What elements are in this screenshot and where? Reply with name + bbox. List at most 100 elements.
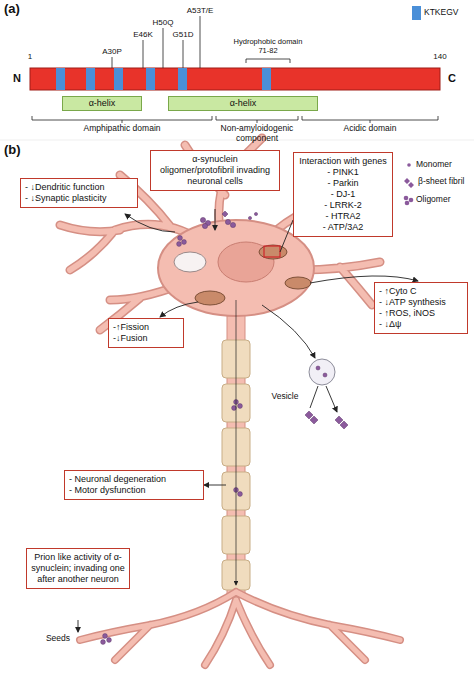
mutation-tick [112,57,113,68]
oligomer-particle [404,196,409,201]
domain-bracket [32,116,212,123]
transport-arrow [236,300,237,585]
annotation-label: 140 [425,52,455,61]
node-text: -↓Fusion [113,333,179,344]
annotation-label: G51D [166,30,200,39]
oligomer-particle [202,223,207,228]
leader-arrow [310,386,337,412]
node-text: - ↑Cyto C [379,286,463,297]
terminal-outline [80,592,400,665]
oligomer-particle [230,222,235,227]
repeat-segment [178,68,187,90]
fibril-sample [404,178,414,188]
node-text: - ↓Synaptic plasticity [25,193,133,204]
helix-box: α-helix [62,96,142,111]
oligomer-particle [107,638,112,643]
repeat-segment [262,68,271,90]
callout-box: -↑Fission-↓Fusion [108,318,184,348]
node-text: - HTRA2 [298,211,388,222]
highlight-box [264,246,280,257]
axon-terminal [80,592,400,665]
legend-text: Oligomer [416,195,450,204]
mitochondrion [285,277,311,289]
legend-text: Monomer [416,160,452,169]
oligomer-particle [103,634,108,639]
mutation-tick [143,40,144,68]
node-text: - Motor dysfunction [69,485,199,496]
node-text: α-synuclein oligomer/protofibril invadin… [155,154,275,187]
domain-bracket [302,116,438,123]
annotation-label: Acidic domain [320,124,420,134]
node-text: -↑Fission [113,322,179,333]
oligomer-particle [101,640,106,645]
leader-line [280,220,293,252]
leader-arrow [204,485,226,486]
oligomer-particle [405,201,410,206]
oligomer-particle [178,236,183,241]
mutation-tick [163,28,164,68]
terminal-branch [80,592,400,665]
node-text: α-helix [65,98,139,109]
panel-label: (a) [4,2,34,17]
node-text: - Parkin [298,178,388,189]
annotation-label: C [445,72,459,85]
repeat-segment [146,68,155,90]
annotation-label: 1 [15,52,45,61]
node-text: - ATP/3A2 [298,222,388,233]
annotation-label: A30P [95,47,129,56]
panel-label: (b) [4,143,34,158]
leader-arrow [262,305,315,358]
node-text: - ↓Dendritic function [25,182,133,193]
protein-bar [30,68,440,90]
oligomer-particle [409,198,414,203]
oligomer-particle [177,242,182,247]
annotation-label: E46K [126,30,160,39]
annotation-label: Non-amyloidogenic component [216,124,298,144]
annotation-label: Hydrophobic domain 71-82 [233,38,303,55]
leader-arrow [125,214,175,232]
legend-text: KTKEGV [424,8,458,17]
leader-arrow [78,620,79,632]
annotation-label: Amphipathic domain [62,124,182,134]
leader-arrow [215,209,216,230]
repeat-segment [114,68,123,90]
callout-box: - Neuronal degeneration- Motor dysfuncti… [64,470,204,500]
annotation-label: A53T/E [180,6,220,15]
oligomer-particle [323,373,327,377]
mutation-tick [183,40,184,68]
monomer-particle [254,212,257,215]
node-text: - Neuronal degeneration [69,474,199,485]
node-text: Interaction with genes [298,156,388,167]
node-text: - DJ-1 [298,189,388,200]
legend-swatch [412,6,421,20]
fibril [305,411,348,429]
monomer-particle [248,216,251,219]
node-text: α-helix [171,98,315,109]
oligomer-sample [404,196,414,206]
annotation-label: Vesicle [260,392,310,402]
mitochondrion [195,291,225,305]
node-text: - LRRK-2 [298,200,388,211]
oligomer-particle [200,217,205,222]
callout-box: α-synuclein oligomer/protofibril invadin… [150,150,280,191]
repeat-segment [86,68,95,90]
oligomer-particle [225,219,230,224]
callout-box: Interaction with genes- PINK1- Parkin- D… [293,152,393,237]
monomer-sample [407,163,411,167]
domain-marker [246,59,290,63]
vesicle [309,359,335,385]
annotation-label: H50Q [146,18,180,27]
domain-bracket [216,116,298,123]
node-text: - ↓Δψ [379,319,463,330]
node-text: - ↓ATP synthesis [379,297,463,308]
node-text: - PINK1 [298,167,388,178]
annotation-label: N [10,72,24,85]
annotation-label: Seeds [33,634,83,644]
callout-box: Prion like activity of α-synuclein; inva… [26,548,130,589]
node-text: - ↑ROS, iNOS [379,308,463,319]
node-text: Prion like activity of α-synuclein; inva… [31,552,125,585]
oligomer-particle [238,404,243,409]
oligomer-particle [316,366,320,370]
callout-box: - ↓Dendritic function- ↓Synaptic plastic… [20,178,138,208]
